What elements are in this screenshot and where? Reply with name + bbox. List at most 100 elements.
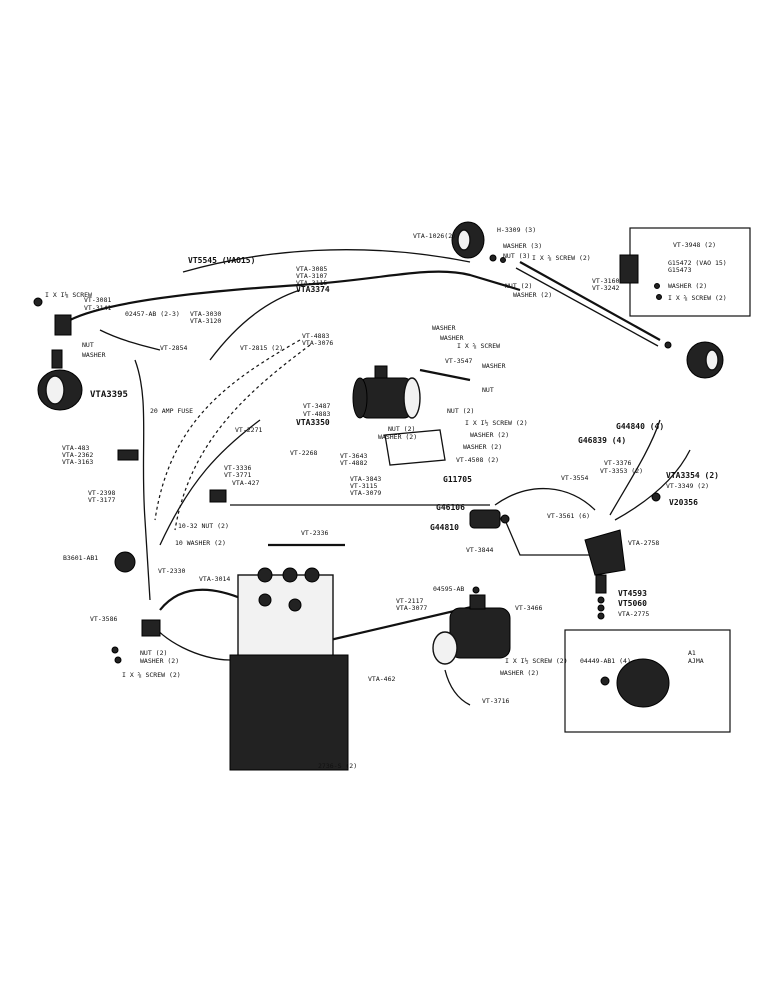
label-vt3353: VT-3353 (2): [600, 467, 643, 475]
starter-terminal-nut: [472, 586, 480, 594]
label-vta3076: VTA-3076: [302, 339, 333, 347]
label-vt3643: VT-3643: [340, 452, 367, 460]
inset-box-lower-frame: [564, 629, 731, 733]
ground-washer-icon: [114, 656, 122, 664]
label-vt2117: VT-2117: [396, 597, 423, 605]
coil-body: [469, 509, 501, 529]
label-vt5545: VT5545 (VAO15): [188, 256, 255, 265]
label-vt2815: VT-2815 (2): [240, 344, 283, 352]
light-switch-knob: [114, 551, 136, 573]
harness-upper-wire: [182, 249, 471, 273]
label-vt3160: VT-3160: [592, 277, 619, 285]
label-vt2271: VT-2271: [235, 426, 262, 434]
label-g46839: G46839 (4): [578, 436, 626, 445]
label-ia3146: I X I⅛ SCREW: [45, 290, 92, 299]
harness-left-wire: [209, 289, 301, 361]
generator-end-cap: [403, 377, 421, 419]
label-vt3948: VT-3948 (2): [673, 241, 716, 249]
label-b3601: B3601-AB1: [63, 554, 98, 562]
label-washer-b: WASHER: [440, 334, 464, 342]
label-screw2: I X I½ SCREW (2): [465, 419, 528, 427]
label-vta1026: VTA-1026(2): [413, 232, 456, 240]
battery-cable: [159, 588, 246, 611]
label-vt3716: VT-3716: [482, 697, 509, 705]
label-g44810: G44810: [430, 523, 459, 532]
main-harness-wire: [69, 270, 521, 321]
label-nut-c: NUT: [482, 386, 494, 394]
label-vt3466: VT-3466: [515, 604, 542, 612]
label-v20356: V20356: [669, 498, 698, 507]
distributor-body: [584, 529, 626, 576]
label-washer-st: WASHER (2): [500, 669, 539, 677]
label-vt3547: VT-3547: [445, 357, 472, 365]
right-lower-headlight-lens: [705, 349, 719, 371]
starter: [432, 586, 511, 665]
harness-wire-3: [159, 419, 261, 546]
label-vta3107: VTA-3107: [296, 272, 327, 280]
inset-screw-icon: [656, 294, 662, 300]
label-vta3374: VTA3374: [296, 285, 330, 294]
label-g11705: G11705: [443, 475, 472, 484]
label-vt3586: VT-3586: [90, 615, 117, 623]
label-vt3844: VT-3844: [466, 546, 493, 554]
labels: VT5545 (VAO15) I X I⅛ SCREW VT-3081 VT-3…: [45, 226, 727, 770]
label-screw-box: I X ⅝ SCREW (2): [668, 294, 727, 302]
label-washer-r1: WASHER (3): [503, 242, 542, 250]
label-vt3554: VT-3554: [561, 474, 588, 482]
label-b2457: 02457-AB (2-3): [125, 310, 180, 318]
label-washer2: WASHER (2): [378, 433, 417, 441]
inset-lower-nut-icon: [600, 676, 610, 686]
label-vt3487: VT-3487: [303, 402, 330, 410]
inset-bracket-part: [619, 254, 639, 284]
label-vta3843: VTA-3843: [350, 475, 381, 483]
label-vt3561: VT-3561 (6): [547, 512, 590, 520]
starter-drive-end: [432, 631, 458, 665]
left-headlight: [33, 297, 83, 411]
label-nut-r2: NUT (2): [505, 282, 532, 290]
bar-nut-icon: [489, 254, 497, 262]
label-vt3376: VT-3376: [604, 459, 631, 467]
label-vt4508: VT-4508 (2): [456, 456, 499, 464]
label-vta2362: VTA-2362: [62, 451, 93, 459]
distributor: [584, 492, 661, 620]
label-vta462: VTA-462: [368, 675, 395, 683]
bar-end-nut-icon: [664, 341, 672, 349]
label-g44840: G44840 (4): [616, 422, 664, 431]
label-g15473: G15473: [668, 266, 692, 274]
distributor-washer-3: [597, 612, 605, 620]
headlight-bar: [489, 254, 672, 349]
label-ajma: AJMA: [688, 657, 704, 665]
inset-box-lower: [564, 629, 731, 733]
bar-washer-icon: [500, 257, 506, 263]
label-h3309: H-3309 (3): [497, 226, 536, 234]
right-upper-headlight-lens: [457, 229, 471, 251]
label-g46106: G46106: [436, 503, 465, 512]
left-screw-icon: [33, 297, 43, 307]
starter-ground-wire: [444, 669, 471, 706]
generator-pulley-end: [352, 377, 368, 419]
label-nut-left: NUT: [82, 341, 94, 349]
label-nut2b: NUT (2): [388, 425, 415, 433]
starter-solenoid: [469, 594, 486, 610]
battery-cap-1: [257, 567, 273, 583]
label-washer2c: WASHER (2): [463, 443, 502, 451]
inset-box-upper: [619, 227, 751, 317]
label-vta3115: VTA-3115: [296, 279, 327, 287]
headlight-bar-line: [519, 261, 661, 341]
label-vt2854: VT-2854: [160, 344, 187, 352]
ignition-switch: [209, 489, 227, 503]
label-washer10: 10 WASHER (2): [175, 539, 226, 547]
label-vt3771: VT-3771: [224, 471, 251, 479]
label-vt4593: VT4593: [618, 589, 647, 598]
label-vta483: VTA-483: [62, 444, 89, 452]
label-vta3014: VTA-3014: [199, 575, 230, 583]
label-screw2b: I X ⅝ SCREW (2): [122, 671, 181, 679]
label-vt3242: VT-3242: [592, 284, 619, 292]
generator-brace: [419, 368, 471, 382]
label-vt3081: VT-3081: [84, 296, 111, 304]
generator-terminal: [374, 365, 388, 379]
label-washer-a: WASHER: [432, 324, 456, 332]
label-washer-left: WASHER: [82, 351, 106, 359]
